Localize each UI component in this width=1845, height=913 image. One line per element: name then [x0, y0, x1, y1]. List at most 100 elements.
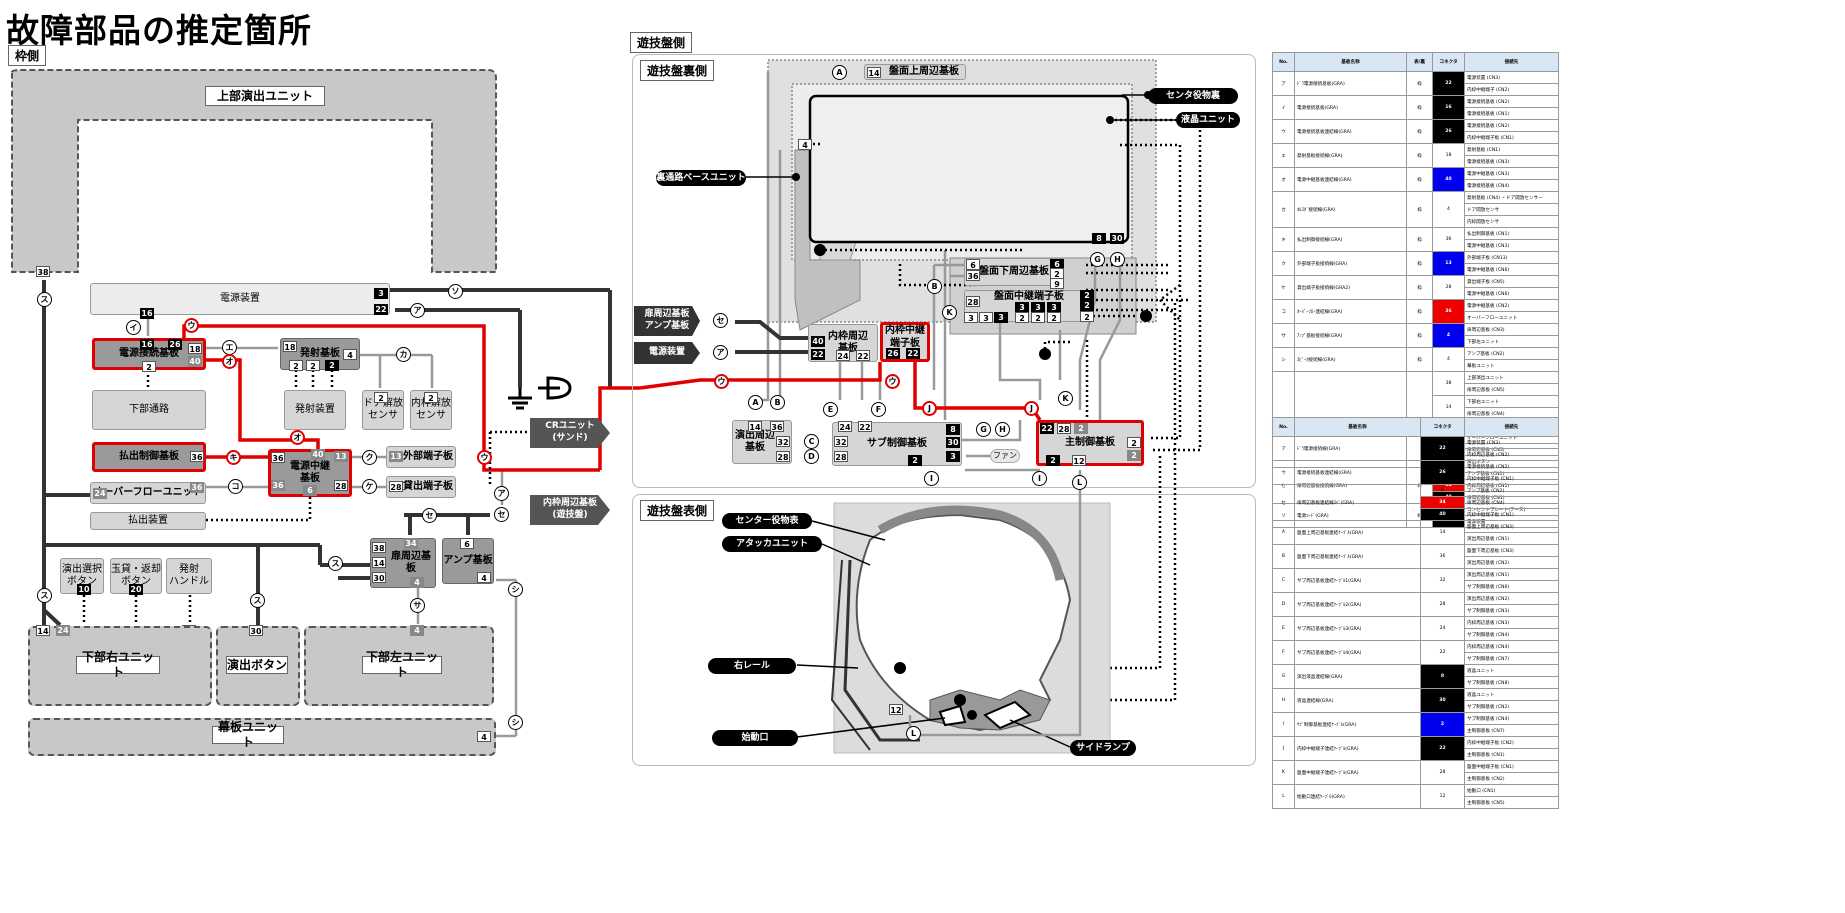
- connector-marker-shi2: シ: [508, 715, 523, 730]
- payout-control-board: 払出制御基板: [92, 442, 206, 472]
- pin-cell: 30: [1420, 688, 1465, 713]
- pin-count: 34: [404, 538, 418, 549]
- launch-device: 発射装置: [284, 390, 346, 430]
- pin-count: 2: [1047, 312, 1061, 323]
- pin-count: 3: [1047, 302, 1061, 313]
- pin-cell: 4: [1432, 191, 1465, 228]
- center-accessory-back: センタ役物裏: [1148, 88, 1238, 104]
- destination-cell: ドア開放センサ: [1464, 203, 1559, 216]
- connector-marker-A2: A: [748, 395, 763, 410]
- harness-name: ｱﾝﾌﾟ基板接続線(GRA): [1294, 323, 1407, 348]
- pin-count: 3: [374, 288, 388, 299]
- pin-cell: 2: [1420, 712, 1465, 737]
- pin-count: 14: [372, 557, 386, 568]
- pin-count: 4: [798, 139, 812, 150]
- pin-cell: 36: [1420, 544, 1465, 569]
- row-number: ク: [1272, 251, 1295, 276]
- destination-cell: 内枠周辺基板 (CN4): [1464, 640, 1559, 653]
- connector-marker-J: J: [922, 401, 937, 416]
- harness-name: ｽﾋﾟｰｶ接続線(GRA): [1294, 347, 1407, 372]
- connector-marker-se: セ: [713, 313, 728, 328]
- pin-cell: 36: [1432, 227, 1465, 252]
- harness-name: サブ周辺基板連結ｹｰﾌﾞﾙ2(GRA): [1294, 592, 1421, 617]
- pin-count: 2: [325, 360, 339, 371]
- destination-cell: 電源装置 (CN3): [1464, 71, 1559, 84]
- side-cell: 枠: [1406, 347, 1433, 372]
- pin-count: 38: [36, 266, 50, 277]
- side-cell: 枠: [1406, 191, 1433, 228]
- pin-cell: 18: [1432, 143, 1465, 168]
- row-number: D: [1272, 592, 1295, 617]
- pin-count: 14: [748, 421, 762, 432]
- row-number: F: [1272, 640, 1295, 665]
- row-number: H: [1272, 688, 1295, 713]
- destination-cell: 扉周辺基板 (CN5): [1464, 383, 1559, 396]
- section-frame-label: 枠側: [8, 45, 47, 66]
- destination-cell: 主制御基板 (CN7): [1464, 724, 1559, 737]
- pin-cell: 32: [1420, 568, 1465, 593]
- connector-marker-K: K: [942, 305, 957, 320]
- destination-cell: 電源装置 (CN3): [1464, 436, 1559, 449]
- upper-panel-periphery-board: 盤面上周辺基板: [864, 64, 966, 80]
- table-header: コネクタ: [1420, 417, 1465, 437]
- launch-handle: 発射 ハンドル: [166, 558, 212, 594]
- row-number: J: [1272, 736, 1295, 761]
- pin-count: 2: [1080, 290, 1094, 301]
- destination-cell: サブ制御基板 (CN2): [1464, 700, 1559, 713]
- board-back-panel: [632, 54, 1256, 488]
- pin-count: 36: [271, 452, 285, 463]
- row-number: カ: [1272, 191, 1295, 228]
- pin-count: 24: [838, 421, 852, 432]
- lower-left-unit: 下部左ユニット: [362, 650, 442, 679]
- pin-cell: 22: [1432, 71, 1465, 96]
- pin-cell: 34: [1420, 496, 1465, 509]
- connector-marker-K2: K: [1058, 391, 1073, 406]
- connector-marker-ko: コ: [228, 479, 243, 494]
- pin-count: 4: [343, 349, 357, 360]
- connector-marker-L-front: L: [906, 726, 921, 741]
- pin-count: 22: [856, 350, 870, 361]
- pin-count: 22: [906, 348, 920, 359]
- harness-name: 電源中継基板連結線(GRA): [1294, 167, 1407, 192]
- payout-device: 払出装置: [90, 512, 206, 530]
- lcd-unit: 液晶ユニット: [1176, 112, 1240, 128]
- pin-count: 4: [410, 577, 424, 588]
- side-cell: 枠: [1406, 299, 1433, 324]
- harness-name: 外部端子板接続線(GRA): [1294, 251, 1407, 276]
- pin-cell: 26: [1432, 119, 1465, 144]
- harness-name: 払出制御接続線(GRA): [1294, 227, 1407, 252]
- row-number: ア: [1272, 71, 1295, 96]
- pin-count: 6: [1050, 259, 1064, 270]
- table-header: 基板名称: [1294, 52, 1407, 72]
- connector-marker-sa: サ: [410, 598, 425, 613]
- destination-cell: 扉周辺基板 (CN3): [1464, 323, 1559, 336]
- lower-passage: 下部通路: [92, 390, 206, 430]
- harness-name: ｵｰﾊﾞｰﾌﾛｰ連結線(GRA): [1294, 299, 1407, 324]
- destination-cell: オーバーフローユニット: [1464, 311, 1559, 324]
- attacker-unit: アタッカユニット: [722, 536, 822, 552]
- pin-count: 36: [190, 451, 204, 462]
- pin-count: 36: [770, 421, 784, 432]
- harness-name: 盤面中継端子連結ｹｰﾌﾞﾙ(GRA): [1294, 760, 1421, 785]
- pin-count: 2: [908, 455, 922, 466]
- connector-marker-ka: カ: [396, 347, 411, 362]
- pin-count: 28: [1057, 423, 1071, 434]
- connector-marker-shi: シ: [508, 582, 523, 597]
- harness-name: 盤面下周辺基板連結ｹｰﾌﾞﾙ(GRA): [1294, 544, 1421, 569]
- cr-unit: CRユニット (サンド): [530, 418, 610, 448]
- destination-cell: 貸出端子板 (CN5): [1464, 275, 1559, 288]
- inner-periphery-board-link: 内枠周辺基板 (遊技盤): [530, 495, 610, 525]
- pin-cell: 8: [1420, 664, 1465, 689]
- harness-name: ﾄﾞﾗ電源接続線(GRA): [1294, 436, 1421, 461]
- table-header: No.: [1272, 417, 1295, 437]
